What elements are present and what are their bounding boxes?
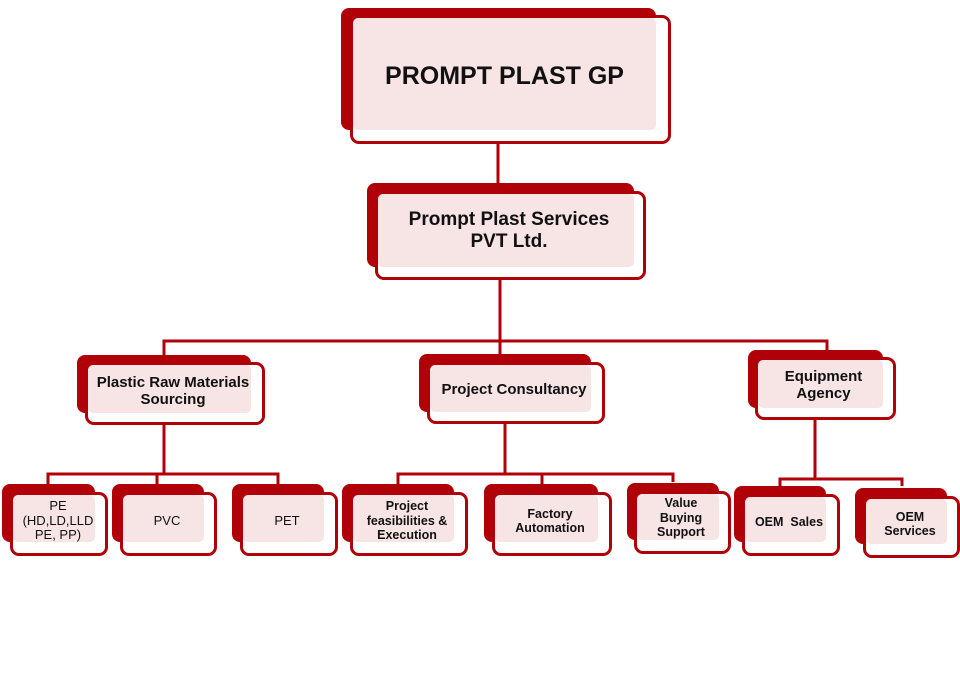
node-leaf-pe: PE (HD,LD,LLD PE, PP) (2, 484, 108, 556)
leaf-label: PET (274, 512, 300, 528)
company-label: Prompt Plast Services PVT Ltd. (408, 208, 610, 252)
node-leaf-project-feasibilities: Project feasibilities & Execution (342, 484, 468, 556)
node-division-raw-materials: Plastic Raw Materials Sourcing (77, 355, 265, 425)
leaf-label: PE (HD,LD,LLD PE, PP) (22, 497, 94, 543)
node-division-project-consultancy: Project Consultancy (419, 354, 605, 424)
leaf-label: OEM Services (884, 509, 936, 538)
node-root: PROMPT PLAST GP (341, 8, 671, 144)
division-label: Equipment Agency (784, 367, 863, 402)
node-leaf-pvc: PVC (112, 484, 217, 556)
root-label: PROMPT PLAST GP (385, 61, 624, 90)
leaf-label: Value Buying Support (657, 496, 705, 540)
division-label: Plastic Raw Materials Sourcing (96, 373, 250, 408)
leaf-label: Factory Automation (515, 506, 585, 535)
leaf-label: Project feasibilities & Execution (366, 499, 448, 543)
connector-div1-bus (46, 472, 280, 485)
node-leaf-pet: PET (232, 484, 338, 556)
division-label: Project Consultancy (441, 381, 587, 399)
node-company: Prompt Plast Services PVT Ltd. (367, 183, 646, 280)
node-leaf-factory-automation: Factory Automation (484, 484, 612, 556)
connector-divisions-bus (162, 339, 829, 358)
leaf-label: OEM Sales (754, 514, 824, 529)
node-leaf-value-buying: Value Buying Support (627, 483, 731, 554)
node-leaf-oem-services: OEM Services (855, 488, 960, 558)
connector-div3-bus (778, 477, 904, 488)
connector-div2-bus (396, 472, 675, 485)
node-division-equipment-agency: Equipment Agency (748, 350, 896, 420)
leaf-label: PVC (153, 512, 181, 528)
node-leaf-oem-sales: OEM Sales (734, 486, 840, 556)
